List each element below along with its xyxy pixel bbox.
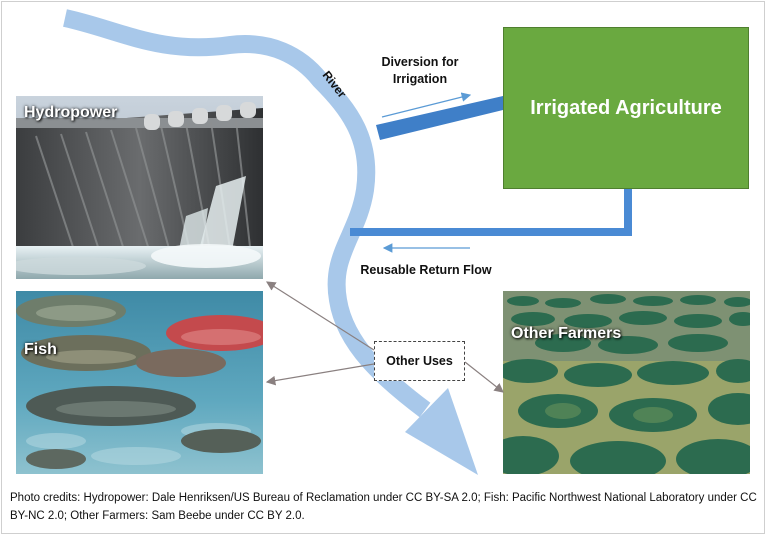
river-arrowhead: [405, 388, 478, 475]
fish-photo: Fish: [16, 291, 263, 474]
other-farmers-photo: Other Farmers: [503, 291, 750, 474]
diversion-arrow: [381, 92, 472, 118]
irrigated-agriculture-label: Irrigated Agriculture: [530, 96, 722, 119]
fish-label: Fish: [24, 341, 57, 358]
other-farmers-label: Other Farmers: [511, 325, 622, 342]
connector-fish: [265, 363, 375, 386]
connector-hydropower: [265, 281, 375, 351]
hydropower-photo: Hydropower: [16, 96, 263, 279]
river-flow: [63, 9, 431, 418]
diversion-channel: [376, 96, 503, 140]
diversion-label: Diversion for Irrigation: [372, 54, 468, 88]
return-flow-label: Reusable Return Flow: [360, 263, 492, 277]
other-uses-label: Other Uses: [386, 354, 453, 368]
photo-credits: Photo credits: Hydropower: Dale Henrikse…: [10, 492, 757, 522]
diversion-label-text: Diversion for Irrigation: [381, 55, 459, 86]
other-uses-box: Other Uses: [374, 341, 465, 381]
return-flow-channel: [350, 189, 632, 236]
irrigated-agriculture-box: Irrigated Agriculture: [503, 27, 749, 189]
connector-other-farmers: [464, 361, 504, 393]
hydropower-label: Hydropower: [24, 104, 118, 121]
